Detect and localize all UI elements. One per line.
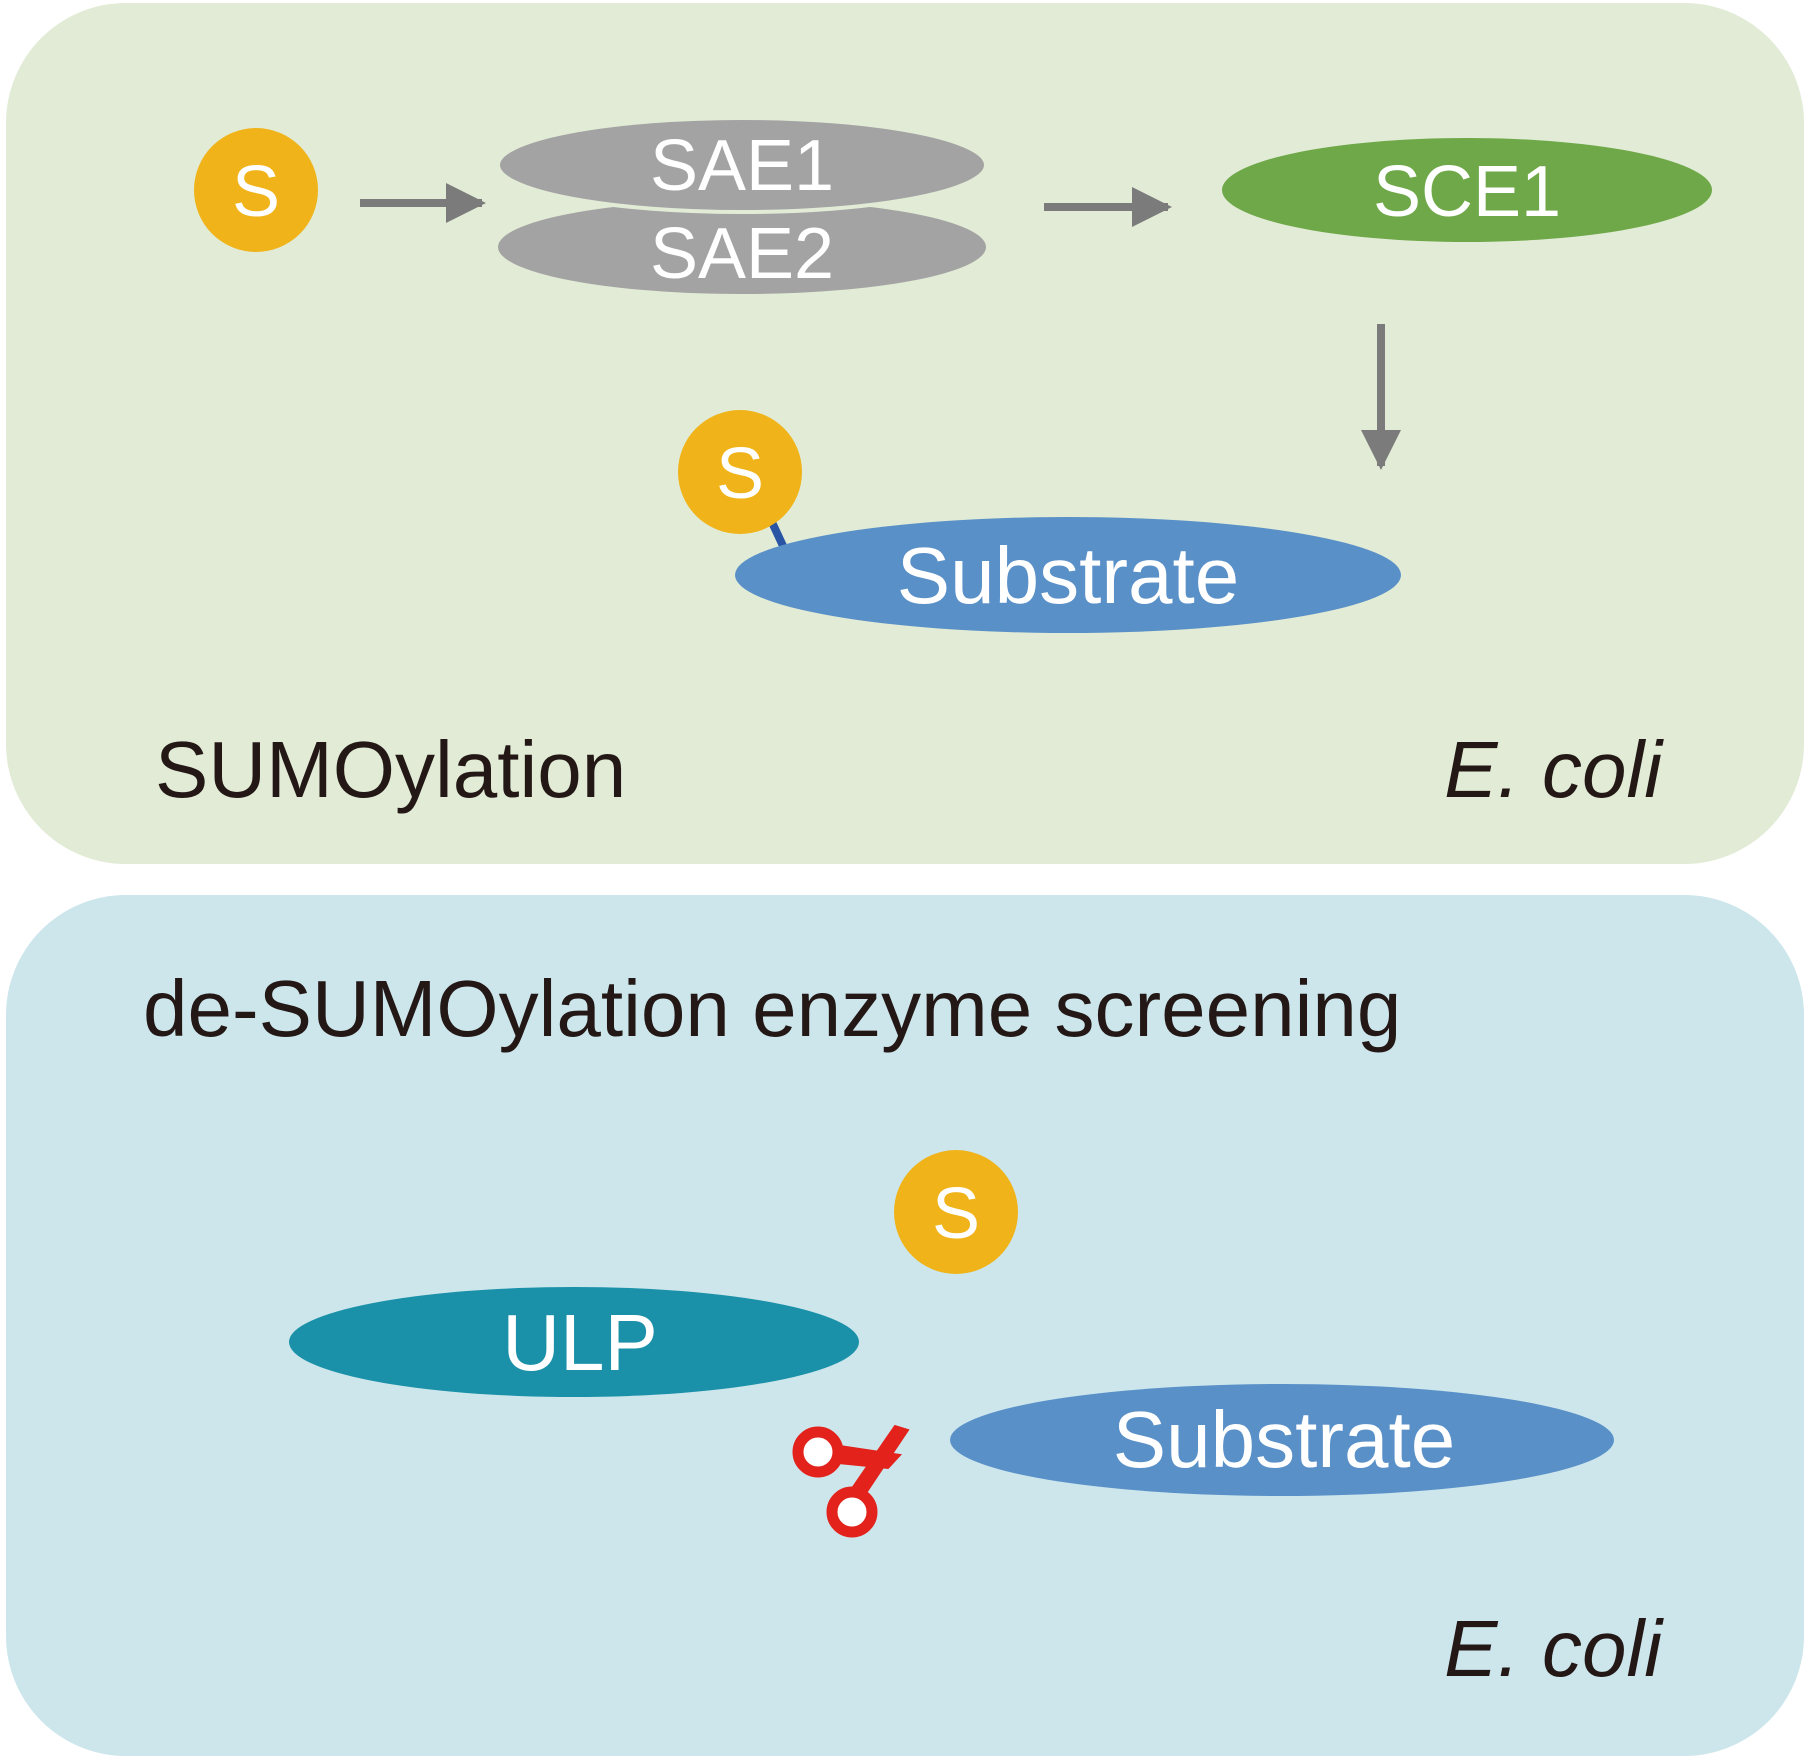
- desumoylation-panel: de-SUMOylation enzyme screening S ULP Su…: [6, 895, 1804, 1756]
- sae1-ellipse: [496, 116, 988, 214]
- sumo-circle: [194, 128, 318, 252]
- sae-heterodimer: SAE1 SAE2: [496, 116, 988, 294]
- ulp-label: ULP: [502, 1298, 658, 1387]
- released-sumo-node: S: [894, 1150, 1018, 1274]
- free-substrate-ellipse: [950, 1384, 1614, 1496]
- conjugated-sumo-circle: [678, 410, 802, 534]
- sumoylated-substrate: Substrate S: [678, 410, 1401, 633]
- substrate-ellipse: [735, 517, 1401, 633]
- desumoylation-host-label: E. coli: [1444, 1604, 1664, 1693]
- free-sumo-node: S: [194, 128, 318, 252]
- sumo-label: S: [232, 152, 280, 232]
- ulp-node: ULP: [289, 1287, 859, 1397]
- ulp-ellipse: [289, 1287, 859, 1397]
- desumoylation-title: de-SUMOylation enzyme screening: [143, 964, 1401, 1053]
- sumoylation-panel: S SAE1 SAE2 SCE1 Substrate S SUM: [6, 3, 1804, 864]
- free-substrate-label: Substrate: [1113, 1395, 1455, 1484]
- released-sumo-label: S: [932, 1174, 980, 1254]
- scissors-icon: [792, 1424, 910, 1538]
- sae2-ellipse: [498, 200, 986, 294]
- conjugated-sumo-label: S: [716, 434, 764, 514]
- sumoylation-host-label: E. coli: [1444, 725, 1664, 814]
- sce1-label: SCE1: [1373, 152, 1561, 232]
- substrate-label: Substrate: [897, 531, 1239, 620]
- sce1-ellipse: [1222, 138, 1712, 242]
- sae1-label: SAE1: [650, 126, 834, 206]
- free-substrate-node: Substrate: [950, 1384, 1614, 1496]
- sumoylation-title: SUMOylation: [155, 725, 626, 814]
- released-sumo-circle: [894, 1150, 1018, 1274]
- sae2-label: SAE2: [650, 214, 834, 294]
- sce1-node: SCE1: [1222, 138, 1712, 242]
- desumoylation-panel-background: [6, 895, 1804, 1756]
